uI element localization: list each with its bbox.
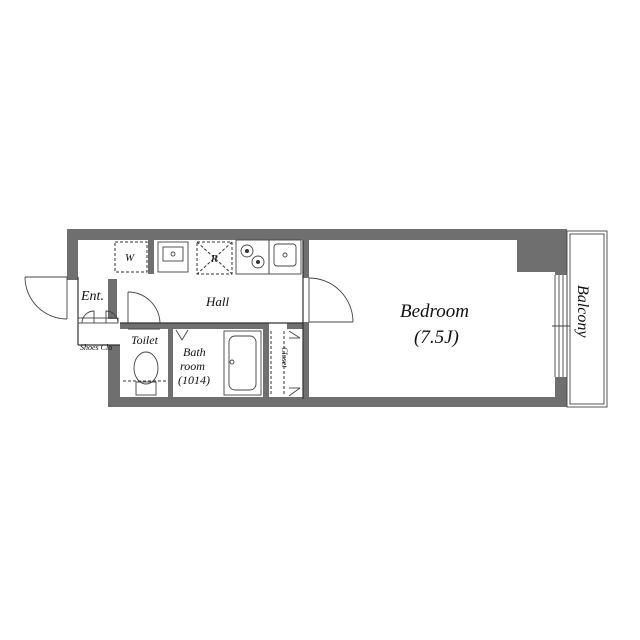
entrance-door (24, 276, 68, 320)
bathtub-icon (223, 330, 262, 396)
balcony-label: Balcony (574, 285, 591, 338)
bedroom-door (308, 277, 354, 323)
bath-door (175, 329, 189, 341)
bath-size-label: (1014) (178, 373, 210, 387)
bedroom-label: Bedroom (400, 301, 469, 322)
balcony (566, 230, 608, 408)
hall-label: Hall (205, 294, 230, 309)
washbasin-icon (157, 241, 189, 273)
bath-label-line1: Bath (183, 345, 206, 359)
entrance-label: Ent. (80, 289, 104, 304)
exterior-walls (67, 229, 567, 407)
washer-icon (114, 241, 148, 273)
kitchen-sink-icon (268, 239, 302, 275)
outlines (77, 240, 304, 399)
hall-door (127, 291, 161, 324)
shoes-closet-doors (77, 310, 119, 324)
stove-icon (235, 239, 270, 275)
bedroom-size-label: (7.5J) (414, 327, 459, 348)
fridge-icon (196, 241, 233, 275)
bath-label-line2: room (180, 359, 205, 373)
washer-label: W (125, 252, 135, 264)
closet-icon (270, 330, 301, 397)
closet-label: Closet (280, 347, 289, 368)
toilet-icon (123, 351, 166, 396)
fridge-label: R (210, 253, 218, 265)
toilet-label: Toilet (131, 333, 159, 347)
interior-walls (108, 240, 309, 399)
shoes-closet-label: Shoes Clo (80, 343, 112, 352)
